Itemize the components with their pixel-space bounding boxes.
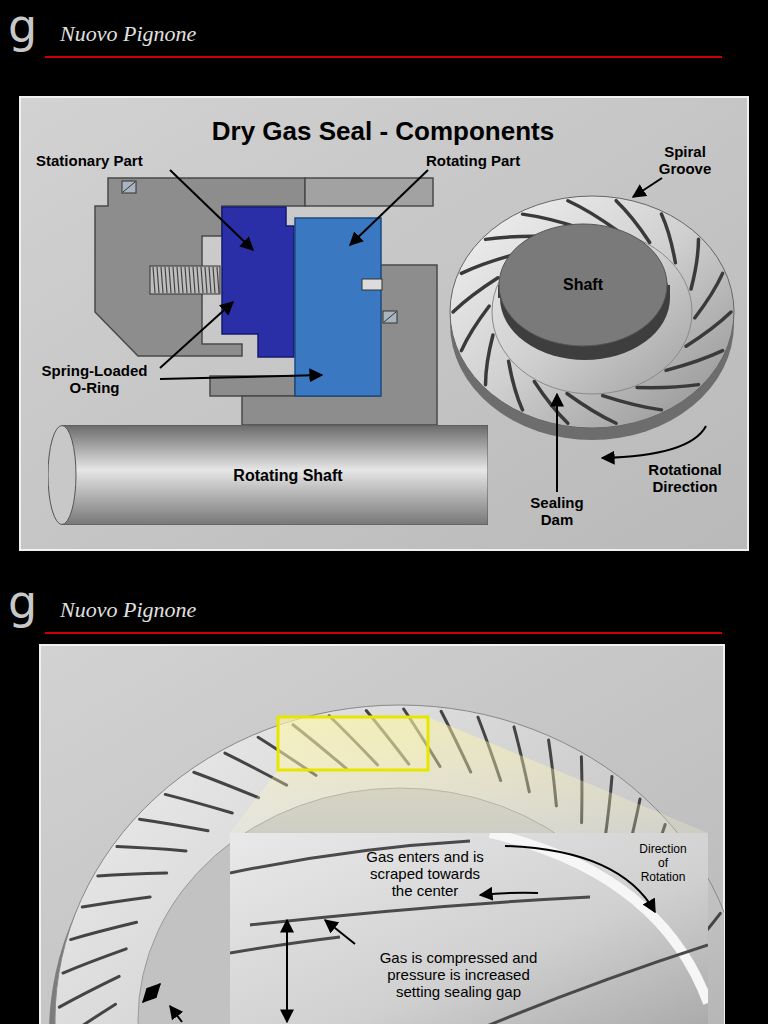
- callout-background: [230, 833, 708, 1024]
- spring-coil: [201, 267, 203, 293]
- rotating-shaft: Rotating Shaft: [48, 425, 488, 525]
- part-name: Spring-Loaded O-Ring: [37, 362, 152, 396]
- leader-arrow: [350, 170, 428, 245]
- o-ring-hatch: [123, 182, 135, 192]
- leader-arrow: [325, 920, 355, 944]
- spiral-groove: [250, 897, 590, 925]
- spiral-groove: [486, 335, 493, 385]
- spiral-groove: [662, 214, 676, 263]
- stationary-ring: [222, 207, 294, 357]
- spiral-groove: [98, 873, 167, 876]
- spiral-groove: [59, 976, 119, 1007]
- spiral-groove: [509, 361, 523, 410]
- shaft-body: [62, 425, 488, 525]
- spiral-groove: [60, 1004, 116, 1024]
- zoom-callout: Gas enters and is scraped towards the ce…: [230, 833, 708, 1024]
- spring-coil: [213, 267, 215, 293]
- seal-housing: [95, 178, 437, 425]
- header-rule: [45, 56, 722, 58]
- spring-coil: [165, 267, 167, 293]
- spiral-groove: [461, 306, 489, 351]
- part-name: Rotating Part: [426, 152, 556, 169]
- spring-coil: [157, 267, 159, 293]
- spiral-groove: [165, 794, 232, 813]
- spiral-groove: [637, 385, 698, 388]
- node-text: Rotating Shaft: [88, 466, 488, 485]
- spring-coil: [161, 267, 163, 293]
- leader-arrow: [602, 426, 706, 458]
- drive-pin: [362, 279, 382, 290]
- company-name: Nuovo Pignone: [60, 597, 360, 623]
- spiral-groove: [140, 819, 208, 831]
- leader-arrow: [286, 920, 288, 1022]
- spiral-groove: [71, 922, 137, 939]
- shaft-face-shape: [499, 224, 667, 346]
- spiral-groove: [194, 772, 259, 797]
- spiral-groove: [666, 351, 723, 371]
- spring-coil: [209, 267, 211, 293]
- leader-arrow: [480, 893, 538, 895]
- leader-arrow: [633, 178, 662, 197]
- spring-symbol: [150, 266, 220, 294]
- node-text: Gas is compressed and pressure is increa…: [371, 949, 546, 1000]
- slide-panel: [20, 97, 748, 550]
- leader-arrow: [505, 846, 655, 912]
- housing-cover: [305, 178, 433, 206]
- spiral-groove: [534, 382, 568, 424]
- spiral-groove: [117, 847, 186, 851]
- rotating-ring: [295, 218, 381, 396]
- shaft-end: [48, 426, 76, 525]
- spiral-groove: [691, 239, 698, 289]
- spring-coil: [169, 267, 171, 293]
- part-name: Spiral Groove: [645, 143, 725, 177]
- leader-arrow: [160, 375, 322, 379]
- spring-coil: [217, 267, 219, 293]
- zoom-beam: [230, 717, 708, 833]
- spiral-groove: [603, 396, 662, 410]
- retainer-bar: [210, 376, 295, 396]
- zoom-frame: [278, 717, 428, 770]
- node-text: Direction of Rotation: [635, 842, 691, 884]
- company-name: Nuovo Pignone: [60, 21, 360, 47]
- seal-ring: [55, 705, 724, 1024]
- leader-arrow: [170, 1006, 182, 1022]
- logo-mark: g: [8, 0, 52, 52]
- leader-arrow: [143, 984, 160, 1002]
- spring-coil: [185, 267, 187, 293]
- spring-coil: [193, 267, 195, 293]
- part-name: Sealing Dam: [522, 494, 592, 528]
- spring-coil: [205, 267, 207, 293]
- ring-illustration: [49, 705, 724, 1024]
- spiral-groove: [82, 897, 150, 907]
- spiral-groove: [63, 949, 126, 973]
- leader-arrow: [160, 302, 233, 368]
- part-name: Stationary Part: [36, 152, 186, 169]
- spring-coil: [173, 267, 175, 293]
- stationary-housing: [95, 178, 305, 356]
- diagram-title: Dry Gas Seal - Components: [120, 116, 646, 146]
- spiral-groove: [695, 273, 723, 318]
- node-text: Shaft: [498, 275, 668, 294]
- seal-disk: [450, 196, 734, 428]
- header-rule: [45, 632, 722, 634]
- spring-coil: [153, 267, 155, 293]
- o-ring-symbol: [122, 181, 136, 193]
- spiral-groove: [230, 937, 340, 953]
- spiral-groove: [686, 312, 731, 346]
- logo-mark: g: [8, 576, 52, 628]
- direction-note: Rotational Direction: [635, 461, 735, 495]
- spring-coil: [189, 267, 191, 293]
- spring-coil: [197, 267, 199, 293]
- shaft-face: Shaft: [498, 223, 668, 347]
- leader-arrow: [170, 170, 253, 250]
- o-ring-hatch: [384, 312, 396, 322]
- leader-arrow: [556, 394, 558, 492]
- spring-coil: [181, 267, 183, 293]
- spiral-groove: [453, 278, 498, 312]
- spring-coil: [177, 267, 179, 293]
- o-ring-symbol: [383, 311, 397, 323]
- node-text: Gas enters and is scraped towards the ce…: [360, 848, 490, 899]
